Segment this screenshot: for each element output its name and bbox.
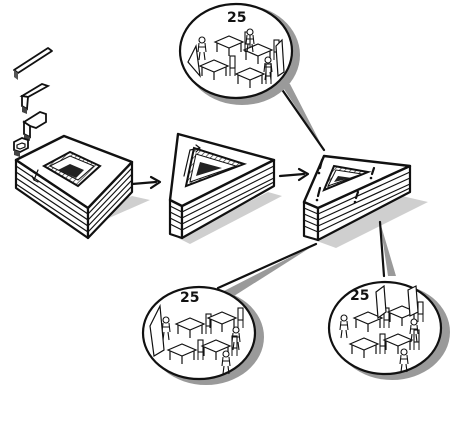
callout-bubble-top: 25 (178, 2, 326, 152)
callout-bubble-bottom-right: 25 (327, 220, 450, 380)
square-building-block (14, 134, 150, 240)
arrow-1 (130, 175, 162, 190)
bubble-bottom-left-label: 25 (180, 290, 199, 306)
bubble-top-label: 25 (227, 10, 246, 26)
floor-plates-exploded (13, 47, 53, 157)
triangle-building-block-final (302, 154, 428, 248)
callout-bubble-bottom-left: 25 (141, 242, 318, 385)
bubble-bottom-right-label: 25 (350, 288, 369, 304)
arrow-2 (278, 167, 310, 182)
triangle-building-block (168, 132, 282, 244)
